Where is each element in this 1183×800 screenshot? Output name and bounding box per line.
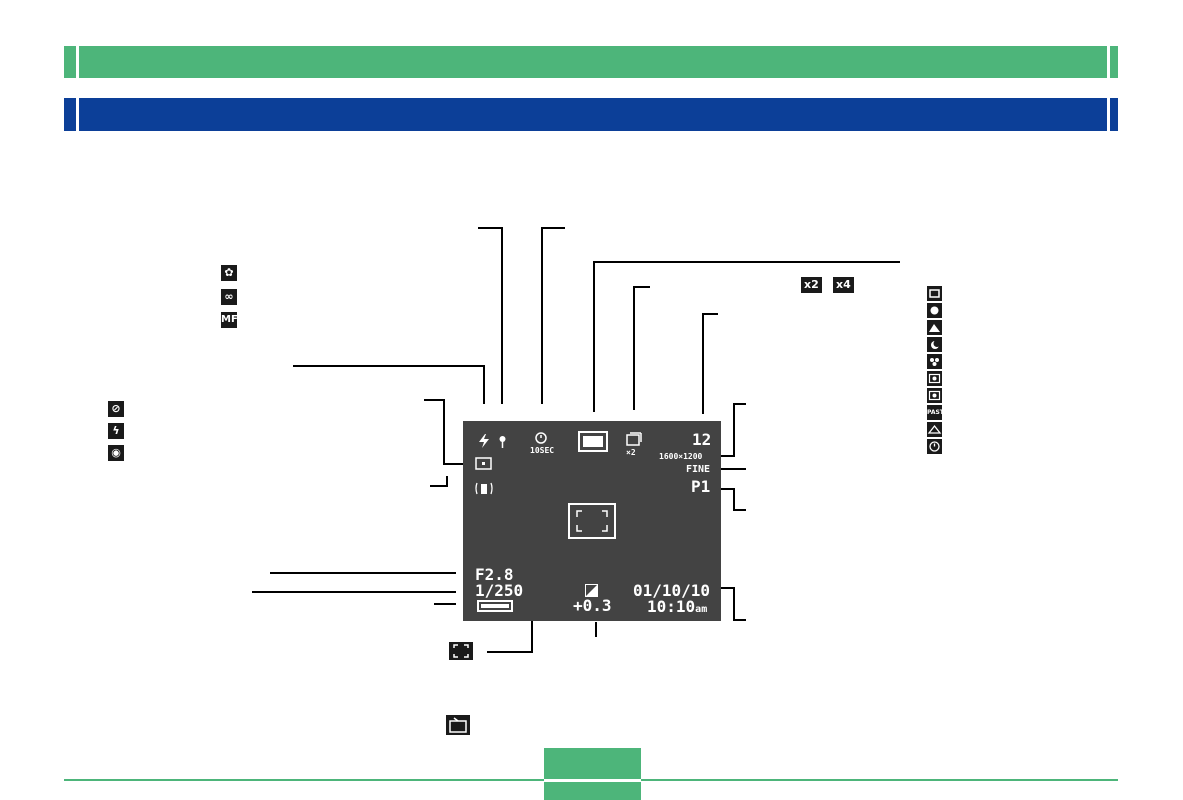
exposure-comp-icon [585, 584, 598, 597]
shots-remaining: 12 [692, 430, 712, 449]
camera-scene-icon [927, 388, 942, 403]
page-number-tab [544, 748, 641, 800]
bracket-legend-icon [449, 642, 473, 660]
exposure-comp-value: +0.3 [573, 596, 612, 615]
single-shot-icon [578, 431, 608, 452]
header-blue-bar-edge [76, 98, 79, 131]
battery-icon [477, 600, 513, 612]
shutter-speed: 1/250 [475, 581, 524, 600]
time-suffix: am [695, 604, 708, 615]
portrait-icon [927, 303, 942, 318]
date: 01/10/10 [633, 581, 711, 600]
manual-focus-icon: MF [221, 312, 238, 328]
page-tab-divider [544, 779, 641, 782]
spot-metering-icon [475, 457, 492, 470]
anti-shake-icon [475, 482, 493, 495]
zoom-factor: ×2 [626, 448, 636, 457]
self-timer-label: 10SEC [530, 446, 555, 455]
digital-zoom-x2-badge: x2 [801, 277, 822, 293]
red-eye-flash-icon: ◉ [108, 445, 124, 461]
time-value: 10:10 [647, 597, 696, 616]
quality: FINE [686, 464, 711, 475]
header-blue-bar-edge [1107, 98, 1110, 131]
bestshot-legend-icon [446, 715, 470, 735]
frame-icon [927, 286, 942, 301]
time: 10:10am [647, 599, 707, 615]
past-movie-icon: PAST [927, 405, 944, 420]
pre-shot-icon [927, 371, 942, 386]
digital-zoom-x4-badge: x4 [833, 277, 854, 293]
scene-icon-column: PAST [927, 286, 944, 454]
night-scene-icon [927, 337, 942, 352]
header-green-bar [64, 46, 1118, 78]
timer-icon [927, 439, 942, 454]
infinity-focus-icon: ∞ [221, 289, 237, 305]
macro-icon [499, 436, 506, 448]
flash-off-icon: ⊘ [108, 401, 124, 417]
focus-frame [568, 503, 616, 539]
focus-bracket-icon [576, 510, 608, 532]
monochrome-icon [927, 422, 942, 437]
flash-on-icon: ϟ [108, 423, 124, 439]
program-mode: P1 [691, 477, 711, 496]
macro-focus-icon: ✿ [221, 265, 237, 281]
coupling-shot-icon [927, 354, 942, 369]
self-timer-icon [535, 432, 547, 444]
flash-icon [479, 434, 489, 448]
digital-zoom-icon [626, 432, 642, 446]
landscape-icon [927, 320, 942, 335]
header-green-bar-edge [1107, 46, 1110, 78]
aperture: F2.8 [475, 565, 514, 584]
header-blue-bar [64, 98, 1118, 131]
resolution: 1600×1200 [659, 452, 703, 461]
lcd-monitor: 10SEC ×2 12 1600×1200 FINE P1 F2.8 1/250… [463, 421, 721, 621]
header-green-bar-edge [76, 46, 79, 78]
